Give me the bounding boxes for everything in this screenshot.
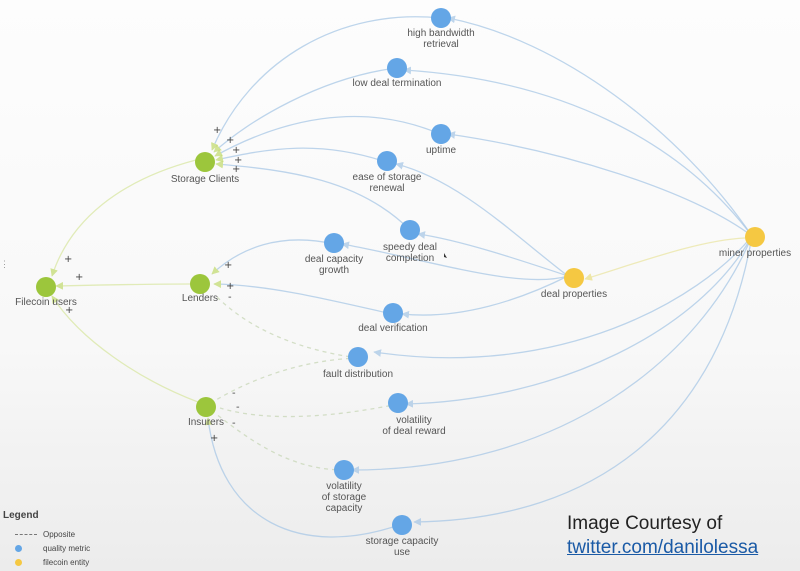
- svg-text:retrieval: retrieval: [423, 39, 459, 50]
- svg-text:Lenders: Lenders: [182, 293, 218, 304]
- node-insurers[interactable]: Insurers: [188, 397, 224, 428]
- legend-label: filecoin entity: [43, 557, 90, 567]
- node-fault-distribution[interactable]: fault distribution: [323, 347, 393, 380]
- svg-text:of storage: of storage: [322, 492, 367, 503]
- node-deal-capacity-growth[interactable]: deal capacity growth: [305, 233, 363, 276]
- svg-text:fault distribution: fault distribution: [323, 369, 393, 380]
- svg-text:deal properties: deal properties: [541, 289, 607, 300]
- cursor-icon: [444, 253, 447, 258]
- svg-text:+: +: [234, 155, 242, 166]
- legend-title: Legend: [3, 510, 39, 521]
- node-filecoin-users[interactable]: Filecoin users: [15, 277, 77, 308]
- node-lenders[interactable]: Lenders: [182, 274, 218, 304]
- svg-text:capacity: capacity: [326, 503, 363, 514]
- svg-text:deal verification: deal verification: [358, 323, 427, 334]
- svg-text:volatility: volatility: [326, 481, 362, 492]
- svg-text:Filecoin users: Filecoin users: [15, 297, 77, 308]
- svg-text:growth: growth: [319, 265, 349, 276]
- image-courtesy: Image Courtesy of twitter.com/daniloless…: [567, 512, 758, 560]
- drag-handle-icon[interactable]: ⋮: [0, 259, 9, 269]
- svg-text:Storage Clients: Storage Clients: [171, 174, 239, 185]
- node-storage-clients[interactable]: Storage Clients: [171, 152, 239, 185]
- node-speedy-deal-completion[interactable]: speedy deal completion: [383, 220, 437, 264]
- svg-text:renewal: renewal: [369, 183, 404, 194]
- legend-item-opposite: Opposite: [3, 527, 143, 541]
- node-high-bandwidth-retrieval[interactable]: high bandwidth retrieval: [407, 8, 475, 50]
- svg-text:+: +: [213, 125, 221, 136]
- courtesy-text: Image Courtesy of: [567, 513, 723, 534]
- node-miner-properties[interactable]: miner properties: [719, 227, 791, 259]
- svg-text:-: -: [228, 292, 232, 303]
- node-volatility-of-deal-reward[interactable]: volatility of deal reward: [382, 393, 446, 437]
- edges-miner: [351, 15, 753, 526]
- edge-signs: + + + + + + + + + + - - - - +: [64, 125, 242, 444]
- yellow-dot-icon: [15, 558, 22, 566]
- courtesy-link[interactable]: twitter.com/danilolessa: [567, 537, 759, 558]
- svg-text:speedy deal: speedy deal: [383, 242, 437, 253]
- svg-text:-: -: [232, 388, 236, 399]
- svg-text:-: -: [232, 418, 236, 429]
- svg-text:high bandwidth: high bandwidth: [407, 28, 474, 39]
- svg-text:storage capacity: storage capacity: [366, 536, 439, 547]
- svg-text:volatility: volatility: [396, 415, 432, 426]
- svg-text:+: +: [65, 305, 73, 316]
- svg-text:+: +: [232, 145, 240, 156]
- legend-item-filecoin-entity: filecoin entity: [3, 555, 143, 569]
- svg-text:completion: completion: [386, 253, 434, 264]
- svg-text:miner properties: miner properties: [719, 248, 791, 259]
- dashed-line-icon: [15, 533, 37, 535]
- node-low-deal-termination[interactable]: low deal termination: [353, 58, 442, 89]
- node-deal-verification[interactable]: deal verification: [358, 303, 428, 334]
- svg-text:+: +: [75, 272, 83, 283]
- legend-label: quality metric: [43, 543, 91, 553]
- svg-text:+: +: [226, 281, 234, 292]
- svg-text:+: +: [224, 260, 232, 271]
- blue-dot-icon: [15, 544, 22, 552]
- svg-text:deal capacity: deal capacity: [305, 254, 363, 265]
- legend: Legend Opposite quality metric filecoin …: [3, 510, 143, 569]
- edges-deal: [341, 161, 746, 319]
- node-uptime[interactable]: uptime: [426, 124, 456, 156]
- edges-to-users: [50, 159, 199, 403]
- svg-text:use: use: [394, 547, 411, 558]
- node-ease-of-storage-renewal[interactable]: ease of storage renewal: [353, 151, 422, 194]
- node-volatility-of-storage-capacity[interactable]: volatility of storage capacity: [322, 460, 367, 514]
- svg-text:ease of storage: ease of storage: [353, 172, 422, 183]
- svg-text:+: +: [210, 433, 218, 444]
- svg-text:+: +: [232, 164, 240, 175]
- svg-text:+: +: [226, 135, 234, 146]
- svg-text:of deal reward: of deal reward: [382, 426, 445, 437]
- svg-text:-: -: [236, 402, 240, 413]
- node-deal-properties[interactable]: deal properties: [541, 268, 607, 300]
- svg-text:uptime: uptime: [426, 145, 456, 156]
- edges-to-entities: [204, 16, 441, 538]
- legend-label: Opposite: [43, 529, 76, 539]
- svg-text:+: +: [64, 254, 72, 265]
- svg-text:Insurers: Insurers: [188, 417, 224, 428]
- legend-item-quality-metric: quality metric: [3, 541, 143, 555]
- svg-text:low deal termination: low deal termination: [353, 78, 442, 89]
- node-storage-capacity-use[interactable]: storage capacity use: [366, 515, 439, 558]
